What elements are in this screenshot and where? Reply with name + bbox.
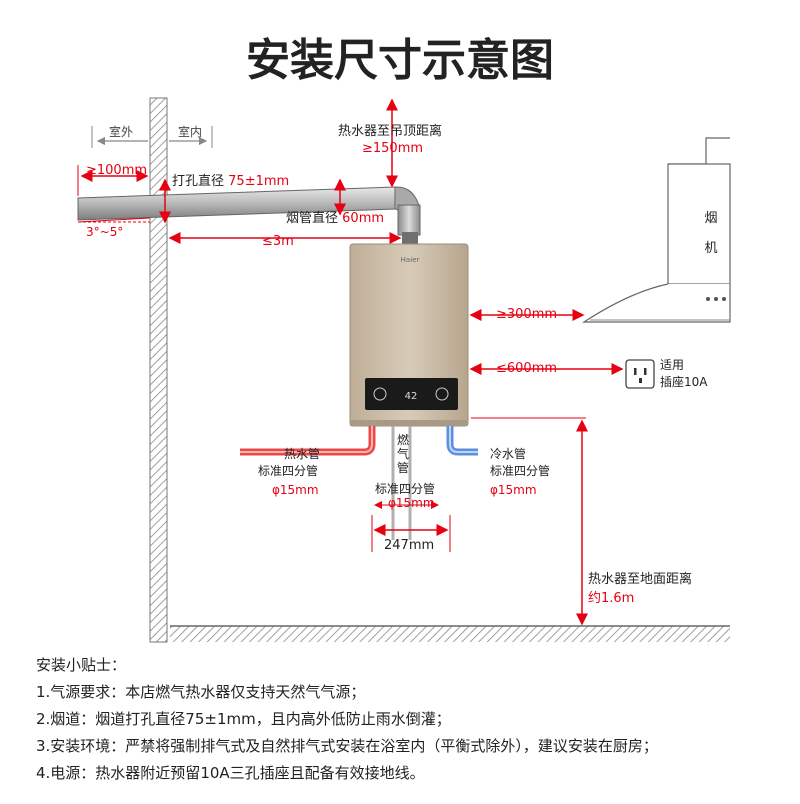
range-hood: 烟 机 xyxy=(581,137,731,323)
socket-distance-text: ≤600mm xyxy=(496,361,557,376)
dimension-slope: 3°~5° xyxy=(77,217,151,239)
dimension-pipe-length: ≤3m xyxy=(168,232,402,249)
pipe-length-text: ≤3m xyxy=(262,234,294,249)
cold-pipe-label: 冷水管 标准四分管 φ15mm xyxy=(490,446,550,497)
tip-item: 3.安装环境：严禁将强制排气式及自然排气式安装在浴室内（平衡式除外），建议安装在… xyxy=(36,737,658,755)
gas-pipe-char-2: 气 xyxy=(397,446,409,461)
pipe-diameter-value: 60mm xyxy=(342,211,384,226)
dimension-ceiling-distance: 热水器至吊顶距离 ≥150mm xyxy=(338,98,442,188)
dist-wall-outside-text: ≥100mm xyxy=(86,163,147,178)
panel-knob-left xyxy=(373,387,387,401)
pipe-spacing-text: 247mm xyxy=(384,538,434,553)
dimension-outside-wall: ≥100mm xyxy=(77,163,149,196)
water-heater: Haier 42 xyxy=(349,243,469,427)
floor-distance-label: 热水器至地面距离 xyxy=(588,571,692,587)
wall xyxy=(149,97,168,643)
hot-pipe-label: 热水管 标准四分管 φ15mm xyxy=(258,446,320,497)
slope-text: 3°~5° xyxy=(86,225,123,239)
power-socket: 适用 插座10A xyxy=(625,358,708,389)
flue-pipe xyxy=(77,186,421,248)
gas-pipe-std: 标准四分管 xyxy=(375,481,435,496)
floor xyxy=(170,625,730,642)
ceiling-distance-value: ≥150mm xyxy=(362,141,423,156)
hood-char-1: 烟 xyxy=(704,211,717,226)
ceiling-distance-label: 热水器至吊顶距离 xyxy=(338,123,442,139)
outdoor-indoor-indicator: 室外 室内 xyxy=(91,124,213,148)
gas-pipe-dia: φ15mm xyxy=(388,496,435,510)
svg-text:烟管直径 60mm: 烟管直径 60mm xyxy=(286,211,384,226)
dimension-pipe-diameter: 烟管直径 60mm xyxy=(286,178,384,226)
page-title: 安装尺寸示意图 xyxy=(246,35,554,86)
dimension-socket-distance: ≤600mm xyxy=(469,361,624,376)
tip-item: 4.电源：热水器附近预留10A三孔插座且配备有效接地线。 xyxy=(36,764,425,782)
gas-pipe-char-3: 管 xyxy=(397,460,409,475)
tip-item: 2.烟道：烟道打孔直径75±1mm，且内高外低防止雨水倒灌； xyxy=(36,710,451,728)
installation-tips: 安装小贴士： 1.气源要求：本店燃气热水器仅支持天然气气源； 2.烟道：烟道打孔… xyxy=(36,652,796,787)
dimension-pipe-spacing: 247mm xyxy=(371,515,451,553)
gas-pipe-label: 燃 气 管 标准四分管 φ15mm xyxy=(374,432,439,510)
panel-knob-right xyxy=(435,387,449,401)
hot-pipe-dia: φ15mm xyxy=(272,483,319,497)
cold-pipe-dia: φ15mm xyxy=(490,483,537,497)
dimension-floor-distance: 热水器至地面距离 约1.6m xyxy=(471,417,692,626)
pipe-diameter-label: 烟管直径 xyxy=(286,211,338,226)
socket-label-1: 适用 xyxy=(660,358,684,372)
hood-distance-text: ≥300mm xyxy=(496,307,557,322)
hot-pipe-std: 标准四分管 xyxy=(258,463,318,478)
hole-diameter-value: 75±1mm xyxy=(228,174,289,189)
hood-char-2: 机 xyxy=(704,241,717,256)
cold-pipe-name: 冷水管 xyxy=(490,446,526,461)
display-readout: 42 xyxy=(405,391,418,402)
dimension-hood-distance: ≥300mm xyxy=(469,307,585,322)
hole-diameter-label: 打孔直径 xyxy=(172,174,224,189)
tip-item: 1.气源要求：本店燃气热水器仅支持天然气气源； xyxy=(36,683,366,701)
cold-pipe-std: 标准四分管 xyxy=(490,463,550,478)
socket-label-2: 插座10A xyxy=(660,374,708,389)
svg-text:打孔直径 75±1mm: 打孔直径 75±1mm xyxy=(172,174,289,189)
tips-title: 安装小贴士： xyxy=(36,656,127,674)
brand-logo: Haier xyxy=(401,256,420,264)
indoor-label: 室内 xyxy=(178,124,202,139)
dimension-hole-diameter: 打孔直径 75±1mm xyxy=(159,174,289,224)
control-panel xyxy=(365,378,458,410)
floor-distance-value: 约1.6m xyxy=(588,591,634,606)
outdoor-label: 室外 xyxy=(109,124,133,139)
connection-pipes xyxy=(240,426,478,540)
hot-pipe-name: 热水管 xyxy=(284,446,320,461)
gas-pipe-char-1: 燃 xyxy=(397,432,409,447)
